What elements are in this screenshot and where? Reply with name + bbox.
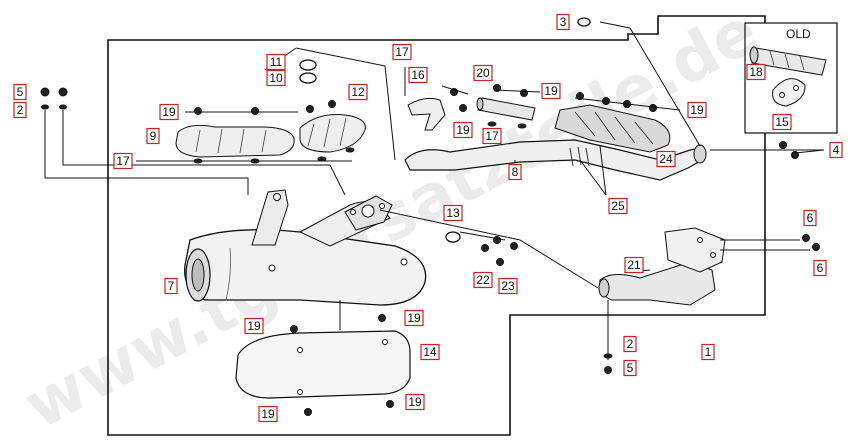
heat-shield-upper — [554, 104, 671, 153]
callout-24: 24 — [656, 150, 676, 168]
callout-text: 19 — [408, 395, 422, 409]
callout-19: 19 — [404, 309, 424, 327]
callout-10: 10 — [266, 69, 286, 87]
callout-21: 21 — [624, 256, 644, 274]
callout-15: 15 — [772, 113, 792, 131]
callout-22: 22 — [473, 271, 493, 289]
gasket-rings — [299, 59, 317, 84]
callout-text: 21 — [627, 258, 641, 272]
callout-text: 19 — [456, 123, 470, 137]
gasket-13 — [445, 231, 461, 243]
callout-text: 19 — [544, 84, 558, 98]
callout-13: 13 — [443, 204, 463, 222]
callout-6: 6 — [813, 259, 827, 277]
callout-11: 11 — [266, 53, 286, 71]
callout-text: 18 — [749, 65, 763, 79]
heat-shield-left — [175, 124, 295, 158]
callout-text: 3 — [560, 15, 567, 29]
pipe-guard — [476, 97, 536, 121]
callout-text: 25 — [611, 199, 625, 213]
callout-14: 14 — [420, 343, 440, 361]
callout-text: 19 — [407, 311, 421, 325]
callout-19: 19 — [244, 317, 264, 335]
callout-text: 19 — [162, 105, 176, 119]
callout-text: 17 — [395, 45, 409, 59]
exhaust-pipe — [404, 139, 707, 181]
callout-text: 14 — [423, 345, 437, 359]
callout-text: 1 — [705, 345, 712, 359]
callout-16: 16 — [408, 66, 428, 84]
callout-19: 19 — [159, 103, 179, 121]
callout-text: 5 — [17, 85, 24, 99]
callout-19: 19 — [405, 393, 425, 411]
gasket-3 — [577, 17, 591, 27]
leader-lines — [44, 21, 825, 360]
callout-17: 17 — [482, 127, 502, 145]
callout-3: 3 — [556, 13, 570, 31]
callout-12: 12 — [348, 83, 368, 101]
callout-text: 2 — [627, 337, 634, 351]
callout-text: 13 — [446, 206, 460, 220]
heat-shield-cover — [235, 330, 411, 399]
callout-17: 17 — [392, 43, 412, 61]
callout-25: 25 — [608, 197, 628, 215]
callout-18: 18 — [746, 63, 766, 81]
callout-text: 12 — [351, 85, 365, 99]
old-parts-inset: OLD — [744, 22, 838, 134]
callout-labels: 1223455667891011121314151617171718191919… — [13, 13, 843, 423]
callout-23: 23 — [498, 277, 518, 295]
callout-text: 23 — [501, 279, 515, 293]
callout-4: 4 — [829, 141, 843, 159]
callout-5: 5 — [13, 83, 27, 101]
assembly-outline — [107, 15, 766, 436]
callout-2: 2 — [623, 335, 637, 353]
callout-19: 19 — [453, 121, 473, 139]
callout-text: 6 — [817, 261, 824, 275]
callout-19: 19 — [258, 405, 278, 423]
muffler-body — [184, 189, 427, 306]
callout-text: 15 — [775, 115, 789, 129]
callout-text: 4 — [833, 143, 840, 157]
callout-7: 7 — [164, 277, 178, 295]
callout-text: 5 — [627, 361, 634, 375]
callout-text: 24 — [659, 152, 673, 166]
callout-text: 17 — [116, 154, 130, 168]
callout-5: 5 — [623, 359, 637, 377]
inset-old-label: OLD — [786, 27, 811, 41]
callout-text: 10 — [269, 71, 283, 85]
callout-20: 20 — [473, 64, 493, 82]
callout-1: 1 — [701, 343, 715, 361]
callout-19: 19 — [687, 101, 707, 119]
callout-text: 19 — [690, 103, 704, 117]
mounting-bracket — [407, 97, 446, 131]
callout-text: 9 — [150, 129, 157, 143]
muffler-inlet-pipe — [298, 195, 393, 247]
heat-shield-small — [299, 114, 366, 153]
callout-text: 19 — [261, 407, 275, 421]
callout-text: 6 — [807, 211, 814, 225]
callout-6: 6 — [803, 209, 817, 227]
front-header — [598, 227, 726, 306]
callout-text: 8 — [512, 165, 519, 179]
old-gasket-part — [772, 78, 806, 107]
callout-text: 20 — [476, 66, 490, 80]
callout-text: 7 — [168, 279, 175, 293]
callout-text: 19 — [247, 319, 261, 333]
old-pipe-part — [749, 46, 827, 76]
callout-2: 2 — [13, 101, 27, 119]
callout-text: 11 — [270, 55, 283, 69]
callout-17: 17 — [113, 152, 133, 170]
callout-text: 16 — [411, 68, 425, 82]
callout-9: 9 — [146, 127, 160, 145]
callout-text: 22 — [476, 273, 490, 287]
callout-text: 2 — [17, 103, 24, 117]
callout-19: 19 — [541, 82, 561, 100]
callout-text: 17 — [485, 129, 499, 143]
callout-8: 8 — [508, 163, 522, 181]
